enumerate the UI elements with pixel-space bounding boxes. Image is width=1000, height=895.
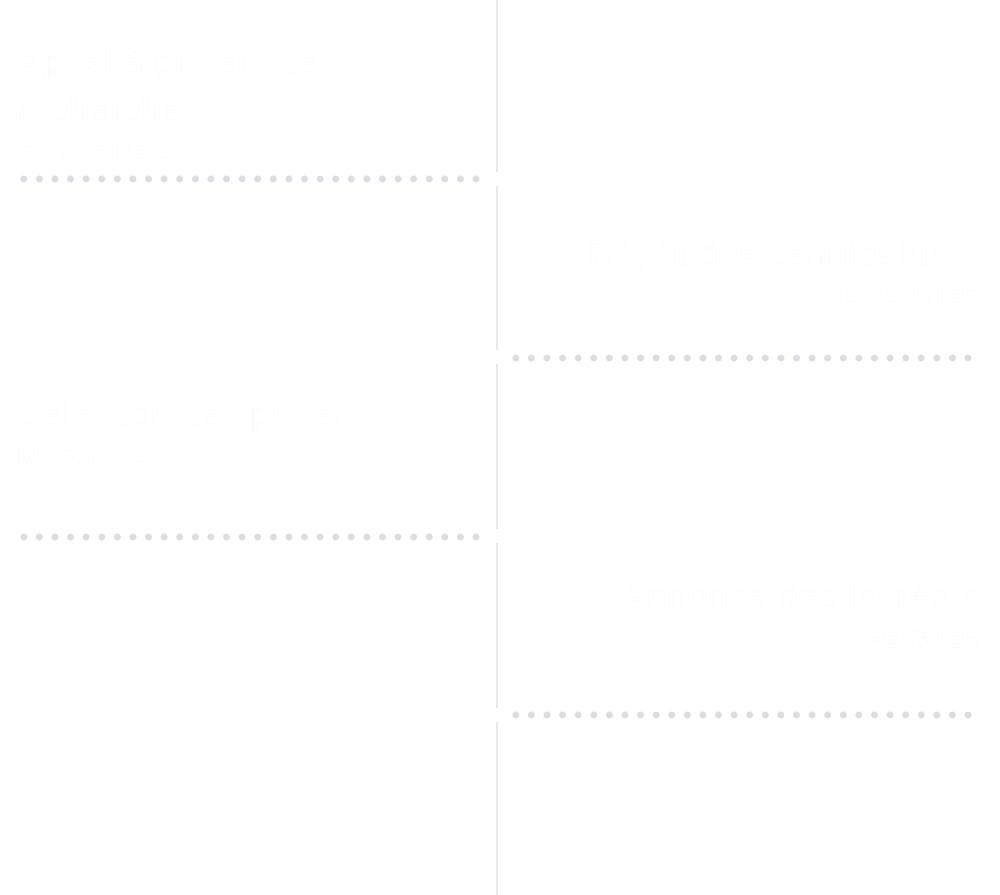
timeline-item-2-connector <box>486 350 508 364</box>
timeline-item-1: Appel à projets de recherche OCTOBRE 202… <box>18 38 418 170</box>
timeline-item-2-title: Dépôt des candidatures <box>588 233 980 274</box>
timeline-item-4: Annonce des lauréats FÉVRIER <box>560 572 980 656</box>
timeline-item-1-connector <box>486 172 508 186</box>
timeline-item-3-date: MARS 2022 <box>18 441 160 471</box>
timeline-item-2-date: 15 JANVIER <box>831 281 980 311</box>
timeline-item-3: Sélection des projets MARS 2022 <box>18 390 418 474</box>
timeline-item-3-title: Sélection des projets <box>18 393 363 434</box>
timeline-item-2: Dépôt des candidatures 15 JANVIER <box>560 230 980 314</box>
timeline-item-1-divider <box>16 175 484 183</box>
timeline-item-4-title: Annonce des lauréats <box>621 575 980 616</box>
timeline-item-3-connector <box>486 529 508 543</box>
timeline-item-4-divider <box>508 711 980 719</box>
timeline-item-3-divider <box>16 533 484 541</box>
timeline-item-2-divider <box>508 354 980 362</box>
timeline-item-4-connector <box>486 708 508 722</box>
timeline-item-4-date: FÉVRIER <box>867 623 980 653</box>
timeline-spine <box>496 0 498 895</box>
timeline-item-1-date: OCTOBRE 2021 <box>18 137 213 167</box>
timeline-item-1-title: Appel à projets de recherche <box>18 41 318 130</box>
